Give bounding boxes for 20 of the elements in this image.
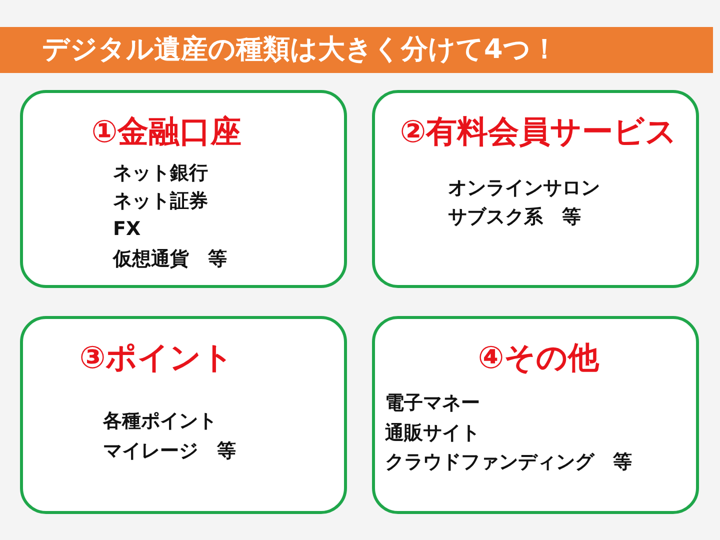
category-heading: ②有料会員サービス bbox=[398, 113, 678, 152]
item-text: 通販サイト bbox=[385, 421, 480, 445]
item-text: 各種ポイント bbox=[103, 409, 217, 433]
item-text: 電子マネー bbox=[385, 391, 480, 415]
category-card bbox=[372, 316, 699, 514]
item-text: サブスク系 等 bbox=[448, 205, 581, 229]
category-heading: ④その他 bbox=[476, 339, 600, 378]
category-heading: ①金融口座 bbox=[90, 113, 243, 152]
item-text: FX bbox=[113, 217, 141, 241]
item-text: マイレージ 等 bbox=[103, 439, 236, 463]
item-text: 仮想通貨 等 bbox=[113, 247, 227, 271]
category-card bbox=[372, 90, 699, 288]
title-banner: デジタル遺産の種類は大きく分けて4つ！ bbox=[0, 27, 713, 73]
category-card bbox=[20, 316, 347, 514]
item-text: ネット銀行 bbox=[113, 161, 208, 185]
category-heading: ③ポイント bbox=[78, 339, 235, 378]
item-text: ネット証券 bbox=[113, 189, 208, 213]
item-text: クラウドファンディング 等 bbox=[385, 450, 632, 474]
category-card bbox=[20, 90, 347, 288]
item-text: オンラインサロン bbox=[448, 176, 600, 200]
